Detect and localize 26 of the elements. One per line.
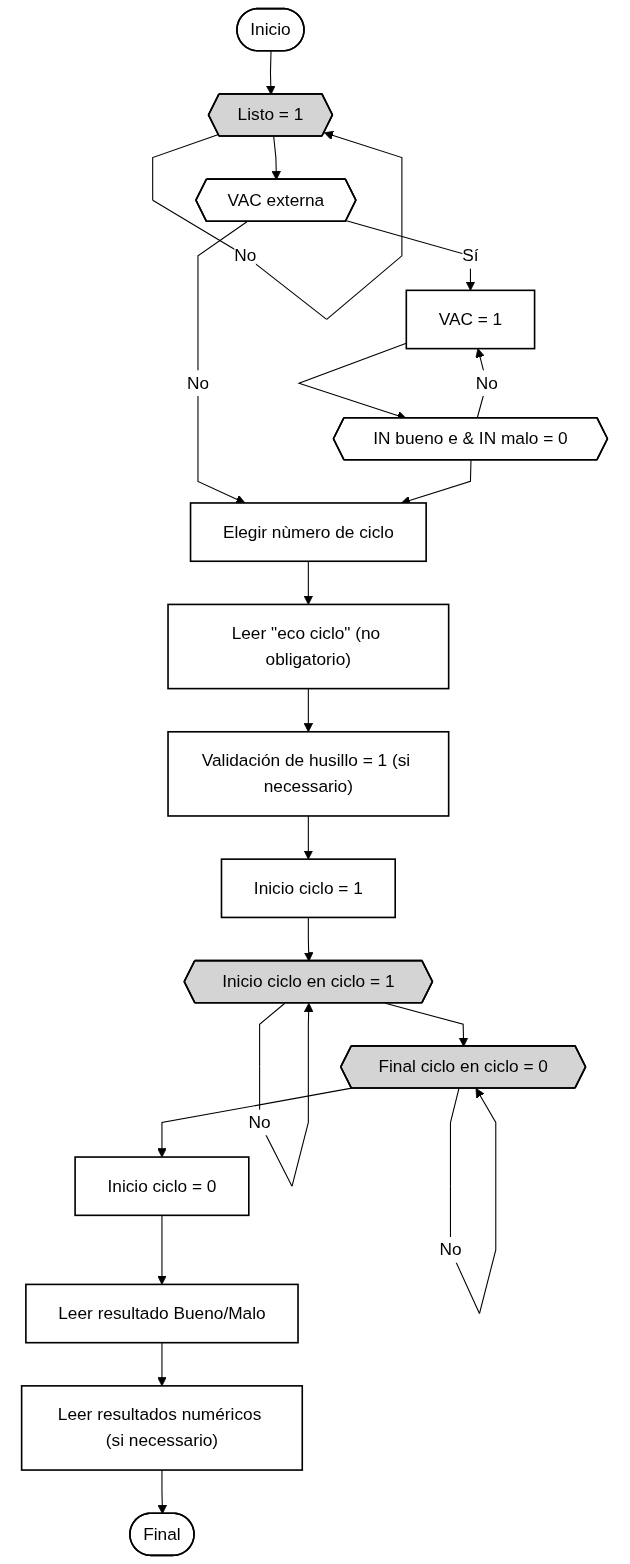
- node-box: Leer resultado Bueno/Malo: [25, 1283, 300, 1344]
- arrow: [157, 1087, 353, 1158]
- edge-label: No: [234, 246, 257, 265]
- arrow: [197, 221, 248, 504]
- node-box: Validación de husillo = 1 (si necessario): [167, 731, 450, 817]
- arrow: [304, 916, 314, 962]
- edge-label: No: [476, 373, 499, 392]
- arrow: [157, 1214, 168, 1285]
- edge-label: Sí: [462, 246, 480, 265]
- edge-label: No: [439, 1240, 462, 1259]
- node-box: Inicio ciclo = 1: [221, 858, 397, 919]
- node-box: Elegir nùmero de ciclo: [190, 502, 428, 563]
- edge-label: No: [187, 373, 210, 392]
- arrow: [385, 1002, 469, 1047]
- edge-label: No: [249, 1112, 272, 1132]
- node-box: VAC = 1: [405, 289, 536, 350]
- arrow: [304, 815, 314, 860]
- arrow: [266, 50, 276, 95]
- arrow: [304, 560, 314, 605]
- arrow: [158, 1469, 168, 1515]
- node-box: Leer "eco ciclo" (no obligatorio): [167, 603, 450, 690]
- arrow: [157, 1342, 168, 1387]
- node-box: Leer resultados numéricos (si necessario): [21, 1385, 304, 1471]
- arrow: [271, 136, 282, 181]
- node-box: Inicio ciclo = 0: [74, 1156, 251, 1217]
- arrow: [304, 688, 314, 733]
